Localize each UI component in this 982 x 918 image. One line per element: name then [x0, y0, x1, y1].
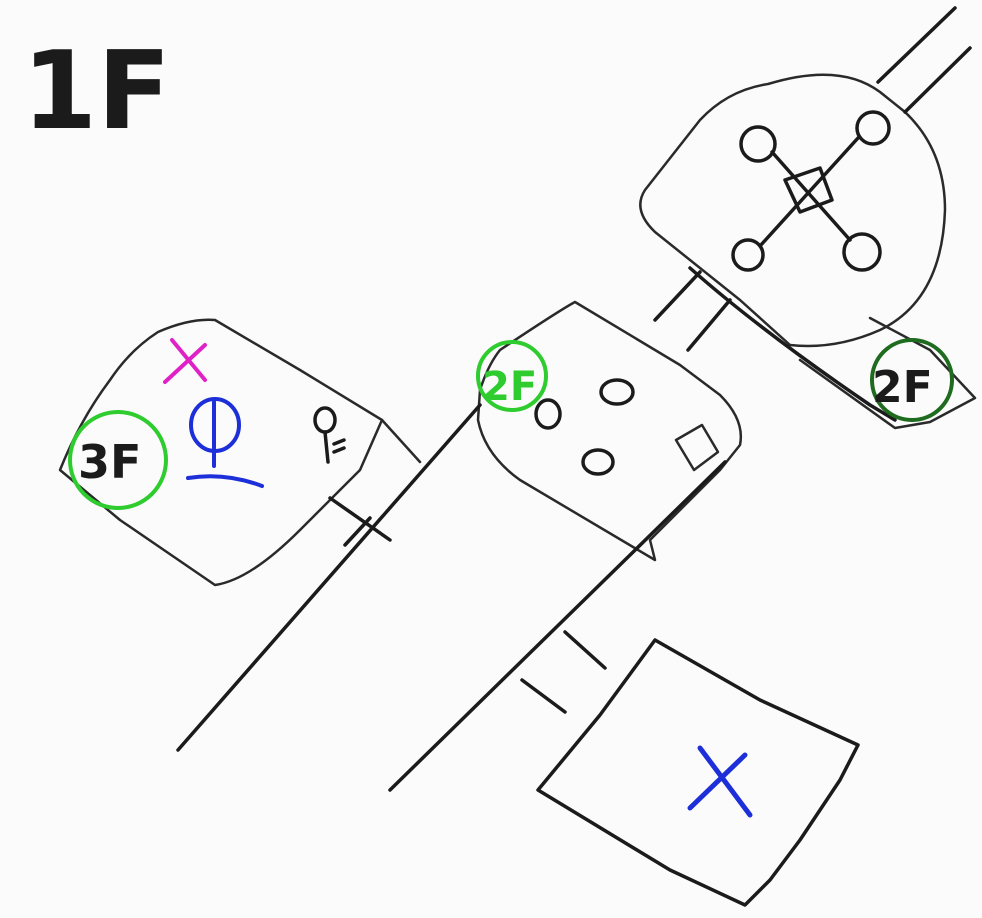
floor-title: 1F — [22, 29, 171, 154]
four-circle-cross-icon — [731, 110, 891, 272]
left-room: 3F — [58, 318, 422, 587]
key-icon — [313, 406, 346, 464]
bottom-room — [536, 638, 860, 907]
floor-marker-ring — [68, 410, 168, 510]
connector-line — [520, 678, 567, 714]
lightbulb-icon — [186, 397, 264, 488]
floor-marker-ring — [870, 338, 954, 422]
cross-mark-icon — [687, 745, 753, 818]
right-room-floor-label: 2F — [872, 362, 933, 413]
circle-dots-icon — [534, 378, 635, 476]
connector-line — [563, 630, 607, 670]
floor-marker-ring — [476, 340, 548, 412]
right-room: 2F — [798, 316, 977, 430]
cross-mark-icon — [163, 338, 207, 384]
corridor-line — [176, 403, 482, 752]
square-marker — [674, 423, 720, 472]
top-room — [639, 6, 972, 348]
center-room: 2F — [476, 300, 743, 562]
center-room-floor-label: 2F — [482, 364, 537, 410]
connector-line — [653, 270, 702, 322]
corridor-line — [688, 266, 897, 422]
connector-line — [686, 298, 732, 352]
corridor-line — [388, 460, 727, 792]
left-room-floor-label: 3F — [78, 435, 141, 489]
